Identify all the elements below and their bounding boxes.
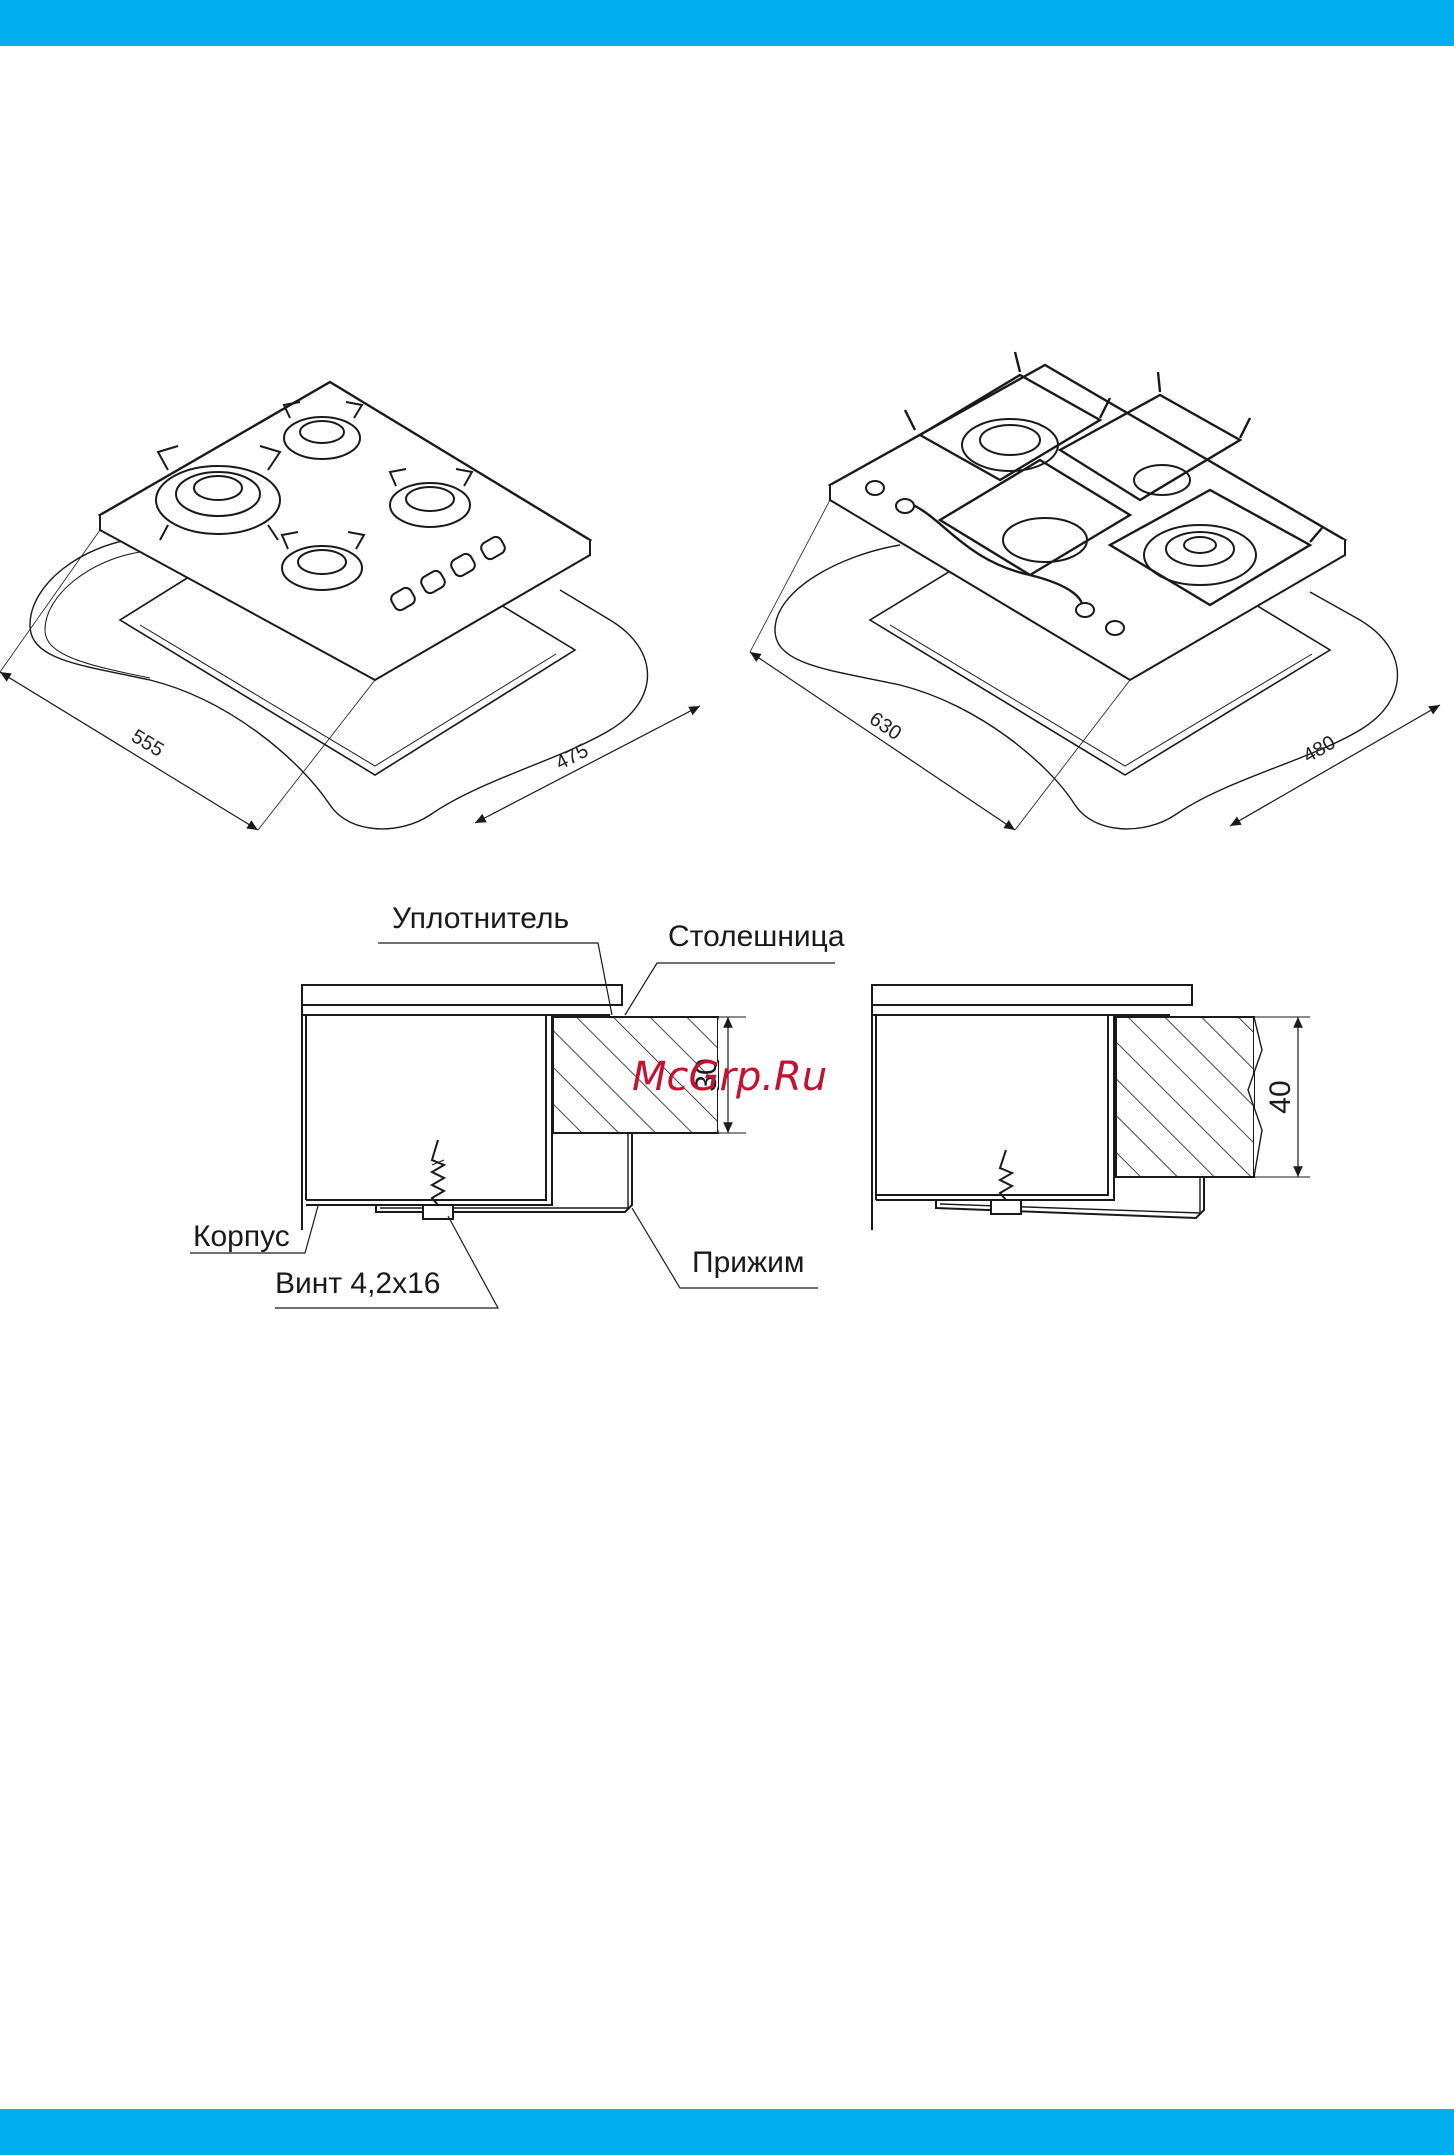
label-seal: Уплотнитель	[392, 902, 569, 935]
hob-left-width-label: 555	[127, 725, 167, 761]
label-clamp: Прижим	[692, 1246, 804, 1279]
section-right-drawing	[872, 985, 1310, 1230]
hob-left-drawing	[0, 382, 700, 830]
hob-right-depth-label: 480	[1300, 732, 1340, 768]
hob-left-depth-label: 475	[552, 740, 592, 775]
watermark-text: McGrp.Ru	[632, 1054, 827, 1100]
label-thickness-40: 40	[1264, 1080, 1297, 1113]
label-screw: Винт 4,2x16	[275, 1267, 440, 1300]
hob-right-drawing	[750, 352, 1440, 830]
label-body: Корпус	[193, 1220, 290, 1253]
label-countertop: Столешница	[668, 920, 845, 953]
hob-right-width-label: 630	[865, 708, 905, 745]
